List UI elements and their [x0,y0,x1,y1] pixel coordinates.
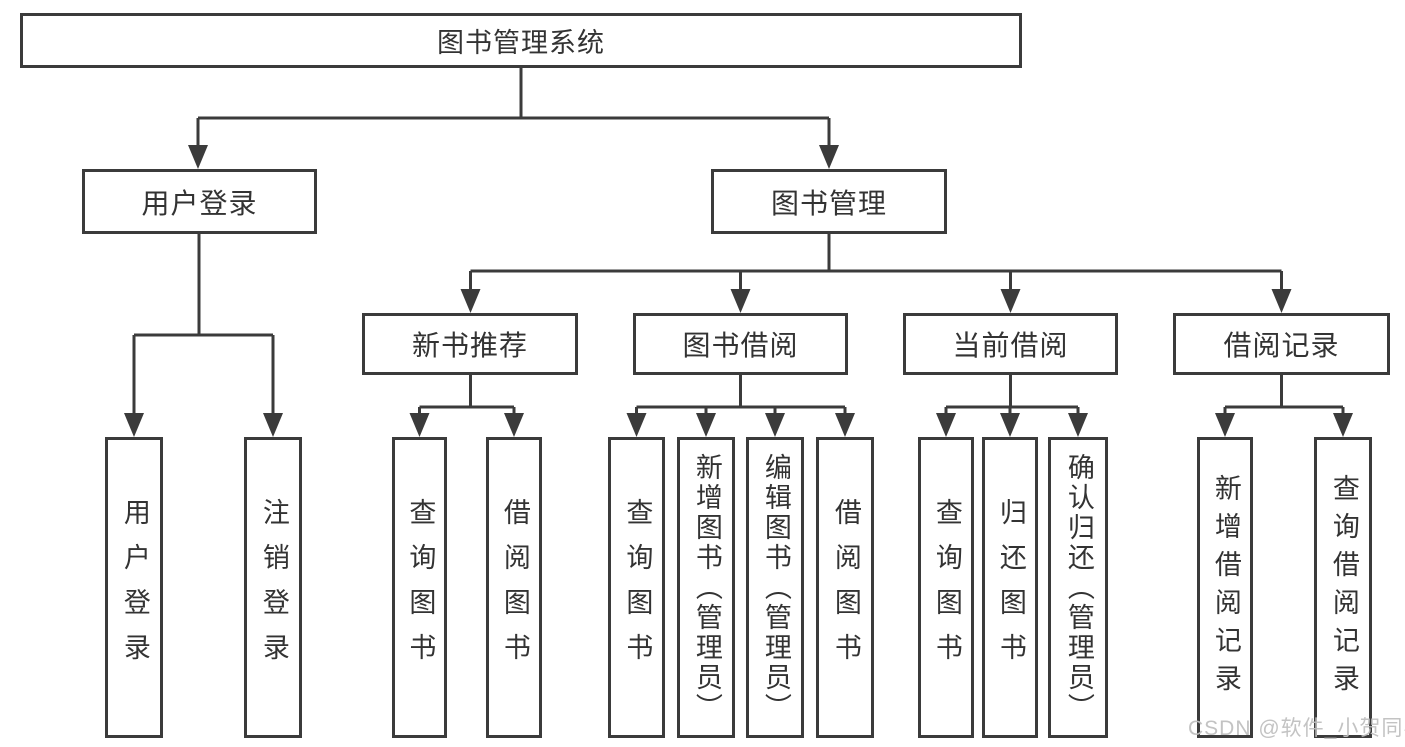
connector-lines [132,68,1345,415]
node-book-borrow: 图书借阅 [633,313,848,375]
leaf-edit-book-admin: 编辑图书（管理员） [746,437,804,738]
leaf-borrow-books-borrow: 借阅图书 [816,437,874,738]
arrowhead-icon [1215,413,1235,437]
leaf-query-books-current: 查询图书 [918,437,974,738]
arrowhead-icon [765,413,785,437]
node-label: 查询图书 [931,497,962,678]
arrowhead-icons [124,145,1353,437]
connector-user-login-to-leaves [132,234,275,415]
leaf-query-borrow-record: 查询借阅记录 [1314,437,1372,738]
connector-book-mgmt-to-level3 [469,234,1283,291]
node-label: 图书借阅 [682,330,799,361]
arrowhead-icon [460,289,481,313]
node-label: 注销登录 [258,497,289,678]
connector-book-borrow-to-leaves [635,375,847,415]
arrowhead-icon [188,145,208,169]
arrowhead-icon [124,413,144,437]
connector-new-book-to-leaves [418,375,516,415]
leaf-query-books-recommend: 查询图书 [392,437,447,738]
node-label: 查询借阅记录 [1328,473,1359,702]
arrowhead-icon [696,413,716,437]
node-label: 用户登录 [119,497,150,678]
node-user-login-group: 用户登录 [82,169,317,234]
node-label: 新增图书（管理员） [691,452,722,723]
node-label: 查询图书 [405,497,436,678]
arrowhead-icon [626,413,647,437]
watermark: CSDN @软件_小贺同学 [1188,717,1405,740]
arrowhead-icon [819,145,839,169]
arrowhead-icon [1068,413,1088,437]
leaf-borrow-books-recommend: 借阅图书 [486,437,542,738]
node-book-management: 图书管理 [711,169,947,234]
leaf-confirm-return-admin: 确认归还（管理员） [1048,437,1108,738]
leaf-logout: 注销登录 [244,437,302,738]
node-label: 确认归还（管理员） [1063,452,1094,723]
connector-root-to-level2 [196,68,831,147]
leaf-return-book: 归还图书 [982,437,1038,738]
node-current-borrow: 当前借阅 [903,313,1118,375]
node-label: 借阅图书 [830,497,861,678]
arrowhead-icon [936,413,956,437]
node-library-management-system: 图书管理系统 [20,13,1022,68]
arrowhead-icon [835,413,855,437]
node-label: 图书管理 [770,187,887,219]
node-label: 借阅图书 [499,497,530,678]
node-label: 当前借阅 [952,330,1069,361]
arrowhead-icon [263,413,283,437]
node-label: 查询图书 [622,497,653,678]
node-label: 编辑图书（管理员） [760,452,791,723]
arrowhead-icon [1000,289,1021,313]
connector-borrow-records-to-leaves [1223,375,1345,415]
arrowhead-icon [409,413,430,437]
leaf-add-borrow-record: 新增借阅记录 [1197,437,1253,738]
arrowhead-icon [504,413,524,437]
arrowhead-icon [1000,413,1020,437]
arrowhead-icon [1333,413,1353,437]
leaf-query-books-borrow: 查询图书 [608,437,665,738]
node-new-book-recommend: 新书推荐 [362,313,578,375]
node-label: 新书推荐 [411,330,528,361]
connector-current-borrow-to-leaves [944,375,1080,415]
node-label: 借阅记录 [1223,330,1340,361]
leaf-add-book-admin: 新增图书（管理员） [677,437,735,738]
node-label: 归还图书 [995,497,1026,678]
node-label: 用户登录 [141,187,258,219]
leaf-user-login: 用户登录 [105,437,163,738]
node-label: 图书管理系统 [437,28,605,58]
node-borrow-records: 借阅记录 [1173,313,1390,375]
arrowhead-icon [730,289,751,313]
node-label: 新增借阅记录 [1210,473,1241,702]
arrowhead-icon [1271,289,1292,313]
